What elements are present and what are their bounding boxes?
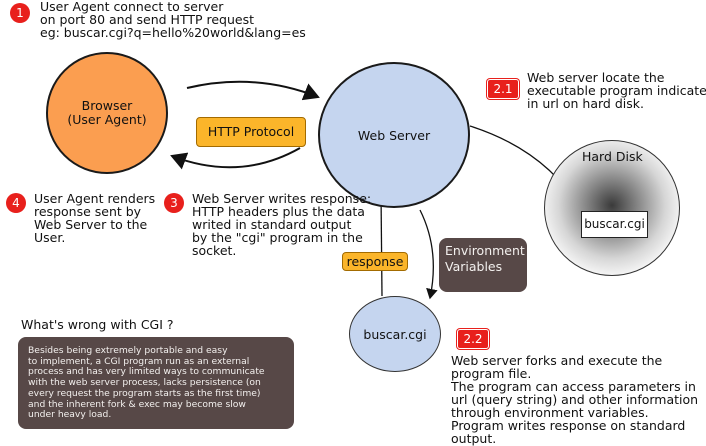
step-2-1-text: Web server locate the executable program… — [527, 70, 706, 111]
hard-disk-file: buscar.cgi — [581, 211, 648, 238]
step-1-text: User Agent connect to server on port 80 … — [40, 0, 306, 40]
response-label: response — [342, 252, 408, 271]
step-2-2-badge: 2.2 — [457, 329, 489, 349]
step-2-1-badge: 2.1 — [487, 79, 519, 99]
step-2-2-text: Web server forks and execute the program… — [451, 353, 699, 446]
fork-arrow — [419, 209, 438, 300]
step-1-badge: 1 — [10, 3, 30, 23]
step-3-badge: 3 — [164, 193, 184, 213]
request-arrow — [186, 80, 320, 101]
script-response-arrow — [375, 190, 387, 297]
http-protocol-label: HTTP Protocol — [196, 117, 306, 147]
response-arrow — [170, 147, 301, 170]
cgi-note-body: Besides being extremely portable and eas… — [18, 337, 294, 429]
hard-disk-label: Hard Disk — [582, 149, 643, 164]
script-node: buscar.cgi — [349, 296, 441, 372]
hard-disk-node — [544, 140, 680, 276]
environment-variables-label: Environment Variables — [439, 238, 527, 292]
browser-label: Browser (User Agent) — [67, 98, 147, 127]
script-label: buscar.cgi — [363, 326, 427, 342]
browser-node: Browser (User Agent) — [46, 52, 168, 174]
step-4-badge: 4 — [6, 193, 26, 213]
step-4-text: User Agent renders response sent by Web … — [34, 191, 156, 245]
web-server-label: Web Server — [357, 127, 431, 143]
step-3-text: Web Server writes response: HTTP headers… — [192, 191, 372, 258]
web-server-node: Web Server — [318, 62, 470, 208]
cgi-note-heading: What's wrong with CGI ? — [21, 317, 174, 332]
